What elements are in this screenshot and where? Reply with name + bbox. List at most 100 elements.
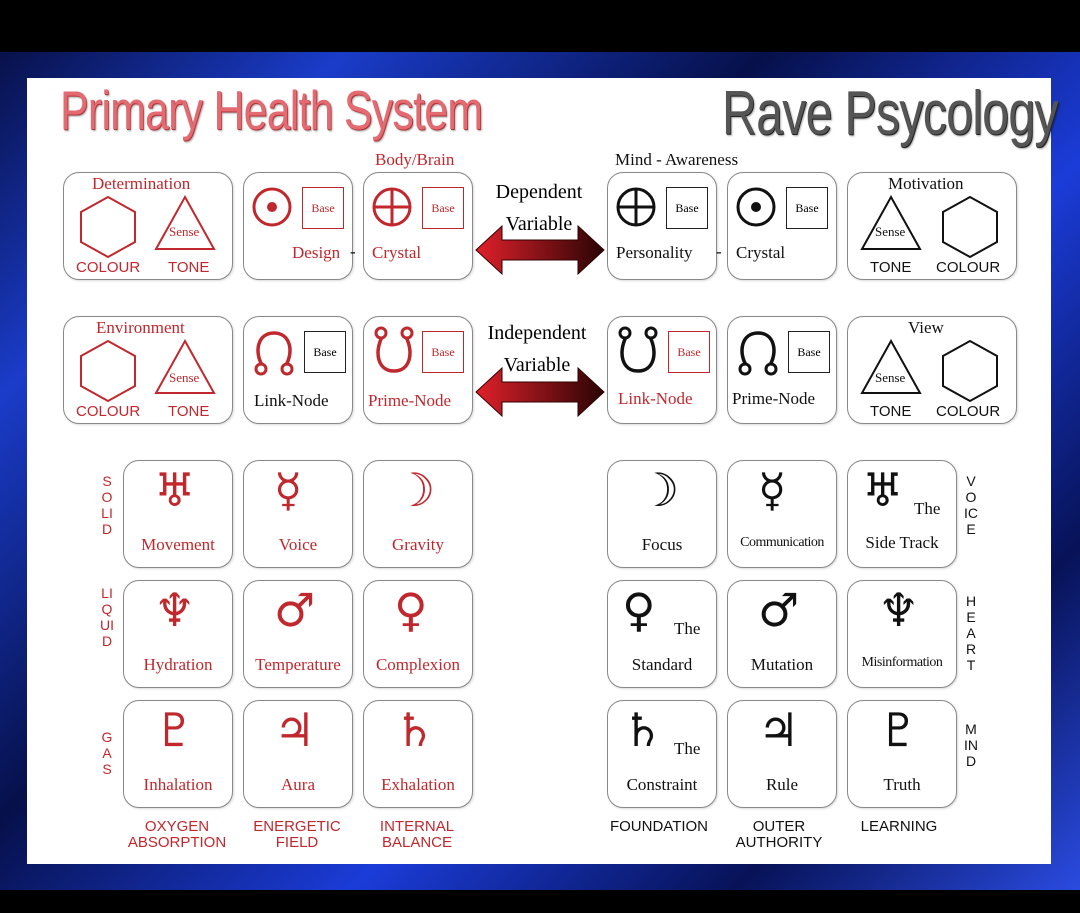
- crystal-label: Crystal: [736, 243, 786, 262]
- planet-label: Standard: [631, 655, 693, 674]
- sense-label: Sense: [169, 224, 200, 239]
- south-node-icon: [374, 326, 414, 373]
- card-design: Base Design: [243, 172, 353, 280]
- dash: -: [350, 242, 356, 261]
- planet-label: Focus: [641, 535, 683, 554]
- planet-card: ♃Rule: [727, 700, 837, 808]
- triangle-icon: [154, 338, 216, 394]
- jupiter-icon: ♃: [758, 703, 800, 757]
- planet-label: Temperature: [255, 655, 341, 674]
- prime-node-label: Prime-Node: [732, 389, 816, 408]
- planet-card: ♆ Hydration: [123, 580, 233, 688]
- card-link-node-right: Base Link-Node: [607, 316, 717, 424]
- mercury-icon: ☿: [758, 463, 787, 517]
- tone-label: TONE: [870, 259, 912, 276]
- personality-label: Personality: [616, 243, 693, 262]
- bottom-label-oxygen: OXYGEN ABSORPTION: [127, 818, 227, 851]
- planet-label: Aura: [281, 775, 315, 794]
- bottom-label-energetic: ENERGETIC FIELD: [253, 818, 341, 851]
- bottom-label-learning: LEARNING: [860, 818, 938, 835]
- sun-icon: [252, 187, 292, 227]
- sense-label: Sense: [169, 370, 200, 385]
- the-label: The: [674, 619, 701, 638]
- card-personality: Base Personality: [607, 172, 717, 280]
- card-crystal-right: Base Crystal: [727, 172, 837, 280]
- jupiter-icon: ♃: [274, 703, 316, 757]
- side-label: VOICE: [964, 473, 978, 537]
- card-prime-node-left: Base Prime-Node: [363, 316, 473, 424]
- card-link-node-left: Base Link-Node: [243, 316, 353, 424]
- moon-icon: ☽: [638, 463, 680, 517]
- saturn-icon: ♄: [622, 703, 664, 757]
- mercury-icon: ☿: [274, 463, 303, 517]
- hexagon-icon: [942, 339, 998, 403]
- header-mind-awareness: Mind - Awareness: [615, 150, 739, 169]
- hexagon-icon: [80, 339, 136, 403]
- the-label: The: [674, 739, 701, 758]
- tone-label: TONE: [870, 403, 912, 420]
- planet-card: ♀ Complexion: [363, 580, 473, 688]
- title-primary-health-system: Primary Health System: [60, 79, 483, 141]
- prime-node-label: Prime-Node: [368, 391, 452, 410]
- earth-icon: [616, 187, 656, 227]
- card-prime-node-right: Base Prime-Node: [727, 316, 837, 424]
- sense-label: Sense: [875, 224, 906, 239]
- uranus-icon: ♅: [154, 463, 196, 517]
- dependent-variable-label: Dependent Variable: [495, 181, 583, 235]
- planet-label: Mutation: [750, 655, 814, 674]
- planet-label: Voice: [278, 535, 318, 554]
- base-box: Base: [668, 331, 710, 373]
- planet-card: ♄Exhalation: [363, 700, 473, 808]
- side-label: SOLID: [101, 473, 113, 537]
- planet-card: ☽ Gravity: [363, 460, 473, 568]
- neptune-icon: ♆: [154, 583, 196, 637]
- pluto-icon: ♇: [878, 703, 920, 757]
- venus-icon: ♀: [394, 583, 428, 637]
- side-label: MIND: [964, 721, 978, 769]
- planet-label: Gravity: [392, 535, 444, 554]
- bottom-label-foundation: FOUNDATION: [609, 818, 709, 835]
- card-title: View: [908, 318, 944, 337]
- triangle-icon: [154, 194, 216, 250]
- moon-icon: ☽: [394, 463, 436, 517]
- side-label: HEART: [965, 593, 977, 673]
- card-view: View Sense TONE COLOUR: [847, 316, 1017, 424]
- card-title: Environment: [96, 318, 185, 337]
- independent-variable-label: Independent Variable: [487, 322, 587, 376]
- mars-icon: ♂: [758, 583, 800, 637]
- uranus-icon: ♅: [862, 463, 904, 517]
- triangle-icon: [860, 338, 922, 394]
- saturn-icon: ♄: [394, 703, 436, 757]
- base-box: Base: [422, 187, 464, 229]
- planet-label: Movement: [141, 535, 215, 554]
- colour-label: COLOUR: [936, 403, 1001, 420]
- north-node-icon: [738, 331, 778, 376]
- base-box: Base: [788, 331, 830, 373]
- planet-card: ♅ Movement: [123, 460, 233, 568]
- venus-icon: ♀: [622, 583, 656, 637]
- hexagon-icon: [942, 195, 998, 259]
- hexagon-icon: [80, 195, 136, 259]
- planet-label: Constraint: [626, 775, 698, 794]
- card-title: Determination: [92, 174, 191, 193]
- planet-card: ♃ Aura: [243, 700, 353, 808]
- pluto-icon: ♇: [154, 703, 196, 757]
- double-arrow-icon: [475, 366, 605, 418]
- planet-card: ♂Temperature: [243, 580, 353, 688]
- bottom-label-internal: INTERNAL BALANCE: [379, 818, 455, 851]
- tone-label: TONE: [168, 259, 210, 276]
- planet-label: Hydration: [143, 655, 213, 674]
- planet-card: ☿ Voice: [243, 460, 353, 568]
- the-label: The: [914, 499, 941, 518]
- crystal-label: Crystal: [372, 243, 422, 262]
- base-box: Base: [786, 187, 828, 229]
- base-box: Base: [302, 187, 344, 229]
- planet-card: ☽ Focus: [607, 460, 717, 568]
- planet-card: ♇Inhalation: [123, 700, 233, 808]
- colour-label: COLOUR: [936, 259, 1001, 276]
- side-label: GAS: [101, 729, 113, 777]
- design-label: Design: [292, 243, 341, 262]
- planet-label: Complexion: [375, 655, 461, 674]
- link-node-label: Link-Node: [254, 391, 329, 410]
